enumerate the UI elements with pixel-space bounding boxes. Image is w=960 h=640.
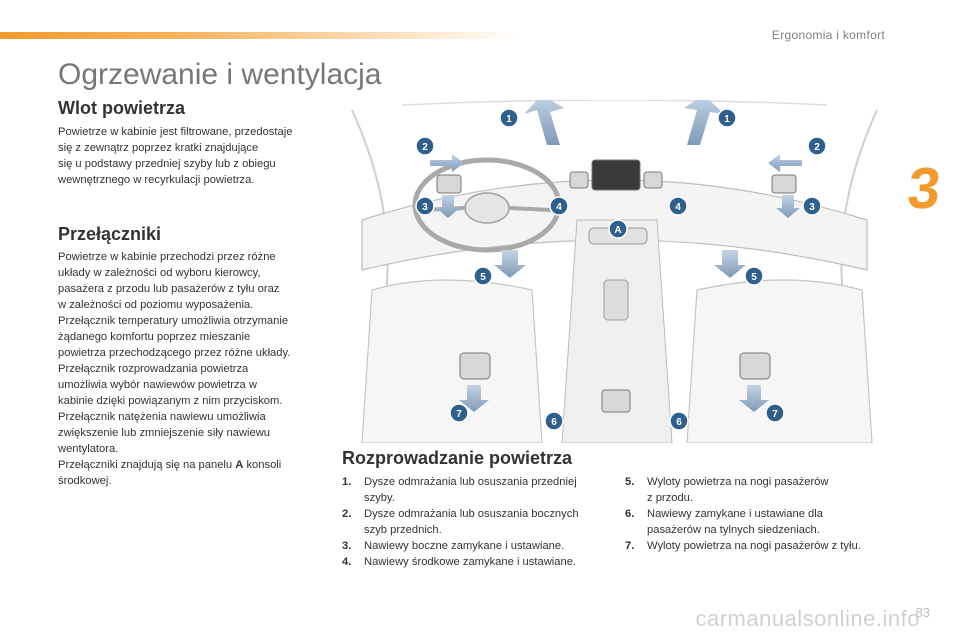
legend-number: 6. bbox=[625, 508, 635, 520]
intake-text: Powietrze w kabinie jest filtrowane, prz… bbox=[58, 124, 328, 188]
legend-text: Wyloty powietrza na nogi pasażerów z tył… bbox=[647, 540, 861, 552]
switches-line: żądanego komfortu poprzez mieszanie bbox=[58, 331, 251, 343]
intake-line: Powietrze w kabinie jest filtrowane, prz… bbox=[58, 126, 293, 138]
airflow-arrow bbox=[776, 195, 800, 218]
switches-line: wentylatora. bbox=[58, 443, 119, 455]
switches-line: Przełącznik rozprowadzania powietrza bbox=[58, 363, 249, 375]
chapter-number: 3 bbox=[904, 156, 944, 221]
airflow-arrow bbox=[459, 385, 489, 412]
switches-line: układy w zależności od wyboru kierowcy, bbox=[58, 267, 261, 279]
legend-text: Dysze odmrażania lub osuszania bocznych bbox=[364, 508, 579, 520]
distribution-list-right: 5. Wyloty powietrza na nogi pasażerów z … bbox=[625, 474, 905, 554]
section-label: Ergonomia i komfort bbox=[771, 28, 885, 42]
switches-line: powietrza przechodzącego przez różne ukł… bbox=[58, 347, 291, 359]
callout-label: 3 bbox=[422, 202, 428, 213]
legend-number: 4. bbox=[342, 556, 352, 568]
legend-number: 3. bbox=[342, 540, 352, 552]
panel-text: Przełączniki znajdują się na panelu bbox=[58, 459, 236, 471]
legend-item: 7. Wyloty powietrza na nogi pasażerów z … bbox=[625, 538, 905, 554]
switches-line: umożliwia wybór nawiewów powietrza w bbox=[58, 379, 257, 391]
page-number: 83 bbox=[915, 605, 930, 620]
header-accent-bar bbox=[0, 32, 520, 39]
callout-label: 7 bbox=[772, 409, 778, 420]
legend-item: 1. Dysze odmrażania lub osuszania przedn… bbox=[342, 474, 612, 506]
switches-line: środkowej. bbox=[58, 475, 112, 487]
callout-label: 1 bbox=[506, 114, 512, 125]
legend-text: szyby. bbox=[364, 492, 395, 504]
switches-line: Przełącznik natężenia nawiewu umożliwia bbox=[58, 411, 266, 423]
switches-heading: Przełączniki bbox=[58, 224, 162, 244]
cabin-ventilation-diagram: 1 1 2 2 3 3 4 4 A 5 5 6 6 7 7 bbox=[342, 100, 887, 443]
switches-line: zwiększenie lub zmniejszenie siły nawiew… bbox=[58, 427, 271, 439]
legend-item: 3. Nawiewy boczne zamykane i ustawiane. bbox=[342, 538, 612, 554]
callout-label: 1 bbox=[724, 114, 730, 125]
legend-item: 4. Nawiewy środkowe zamykane i ustawiane… bbox=[342, 554, 612, 570]
distribution-list-left: 1. Dysze odmrażania lub osuszania przedn… bbox=[342, 474, 612, 570]
airflow-arrow bbox=[436, 195, 460, 218]
legend-text: Nawiewy zamykane i ustawiane dla bbox=[647, 508, 823, 520]
callout-label: 4 bbox=[556, 202, 562, 213]
callout-label: 7 bbox=[456, 409, 462, 420]
switches-line: w zależności od poziomu wyposażenia. bbox=[58, 299, 254, 311]
callout-label: A bbox=[614, 225, 621, 236]
legend-text: Nawiewy środkowe zamykane i ustawiane. bbox=[364, 556, 577, 568]
switches-line-panel: Przełączniki znajdują się na panelu A ko… bbox=[58, 457, 333, 473]
intake-line: się z zewnątrz poprzez kratki znajdujące bbox=[58, 142, 259, 154]
switches-line: Przełącznik temperatury umożliwia otrzym… bbox=[58, 315, 289, 327]
legend-text: Dysze odmrażania lub osuszania przedniej bbox=[364, 476, 577, 488]
legend-text: Wyloty powietrza na nogi pasażerów bbox=[647, 476, 829, 488]
callout-label: 3 bbox=[809, 202, 815, 213]
legend-text: szyb przednich. bbox=[364, 524, 442, 536]
callout-label: 6 bbox=[551, 417, 557, 428]
callout-label: 2 bbox=[814, 142, 820, 153]
airflow-arrow bbox=[768, 154, 802, 172]
switches-line: Powietrze w kabinie przechodzi przez róż… bbox=[58, 251, 276, 263]
intake-line: wewnętrznego w recyrkulacji powietrza. bbox=[58, 174, 255, 186]
switches-line: kabinie dzięki powiązanym z nim przycisk… bbox=[58, 395, 283, 407]
legend-number: 2. bbox=[342, 508, 352, 520]
callout-label: 5 bbox=[751, 272, 757, 283]
callout-label: 5 bbox=[480, 272, 486, 283]
legend-item: 2. Dysze odmrażania lub osuszania boczny… bbox=[342, 506, 612, 538]
airflow-arrow bbox=[684, 100, 724, 145]
legend-text: z przodu. bbox=[647, 492, 694, 504]
page-title: Ogrzewanie i wentylacja bbox=[58, 58, 382, 91]
intake-heading: Wlot powietrza bbox=[58, 98, 185, 118]
switches-text: Powietrze w kabinie przechodzi przez róż… bbox=[58, 249, 333, 489]
callout-label: 6 bbox=[676, 417, 682, 428]
legend-number: 7. bbox=[625, 540, 635, 552]
panel-text-suffix: konsoli bbox=[243, 459, 282, 471]
airflow-arrow bbox=[494, 250, 526, 278]
airflow-arrow bbox=[524, 100, 564, 145]
legend-text: Nawiewy boczne zamykane i ustawiane. bbox=[364, 540, 565, 552]
legend-item: 6. Nawiewy zamykane i ustawiane dla pasa… bbox=[625, 506, 905, 538]
legend-item: 5. Wyloty powietrza na nogi pasażerów z … bbox=[625, 474, 905, 506]
airflow-arrow bbox=[714, 250, 746, 278]
legend-number: 5. bbox=[625, 476, 635, 488]
panel-letter: A bbox=[235, 459, 244, 471]
watermark: carmanualsonline.info bbox=[695, 606, 920, 631]
switches-line: pasażera z przodu lub pasażerów z tyłu o… bbox=[58, 283, 280, 295]
legend-text: pasażerów na tylnych siedzeniach. bbox=[647, 524, 820, 536]
legend-number: 1. bbox=[342, 476, 352, 488]
distribution-heading: Rozprowadzanie powietrza bbox=[342, 448, 573, 468]
callout-label: 2 bbox=[422, 142, 428, 153]
airflow-arrow bbox=[430, 154, 464, 172]
intake-line: się u podstawy przedniej szyby lub z obi… bbox=[58, 158, 276, 170]
callout-label: 4 bbox=[675, 202, 681, 213]
airflow-arrow bbox=[739, 385, 769, 412]
